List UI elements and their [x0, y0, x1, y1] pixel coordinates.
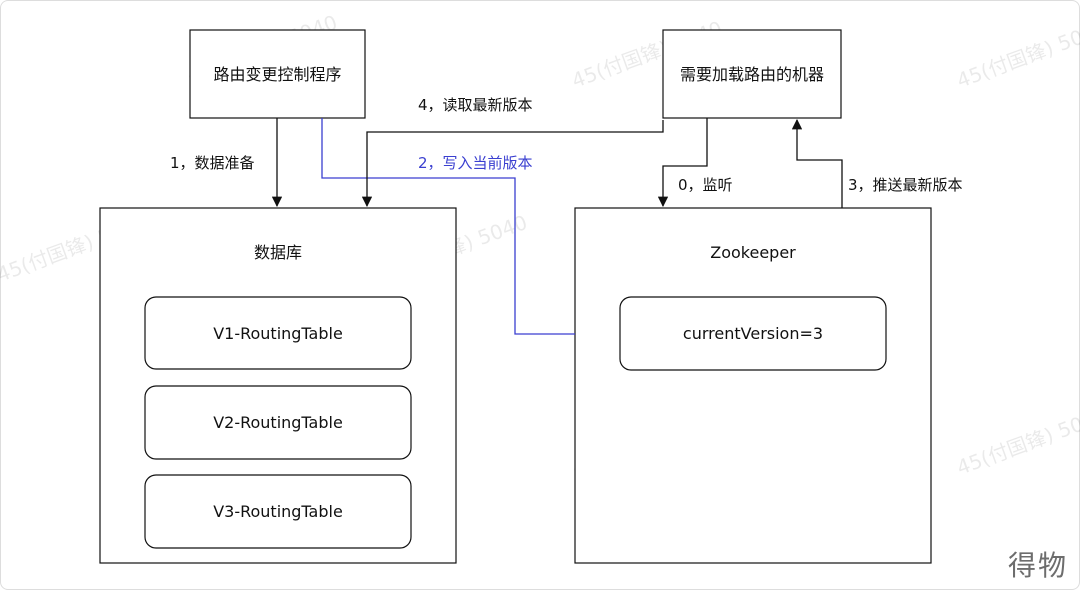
edge-read-latest [361, 120, 664, 208]
database-label: 数据库 [254, 243, 302, 262]
machine-label: 需要加载路由的机器 [680, 65, 824, 84]
current-version-label: currentVersion=3 [683, 324, 823, 343]
edge-watch [657, 118, 708, 208]
edge-write-version [321, 118, 575, 335]
watermark: 45(付国锋) 5040 [954, 403, 1080, 480]
edge-label-step2: 2，写入当前版本 [418, 154, 533, 172]
edge-label-step4: 4，读取最新版本 [418, 96, 533, 114]
edge-push-latest [791, 118, 843, 208]
controller-label: 路由变更控制程序 [213, 65, 341, 84]
zookeeper-label: Zookeeper [710, 243, 796, 262]
routing-table-v3-box [144, 474, 412, 549]
routing-table-v2-box [144, 385, 412, 460]
edge-label-step3: 3，推送最新版本 [848, 176, 963, 194]
corner-logo: 得物 [1007, 549, 1068, 582]
routing-table-v1-box [144, 296, 412, 370]
routing-table-v3-label: V3-RoutingTable [213, 502, 343, 521]
routing-table-v1-label: V1-RoutingTable [213, 324, 343, 343]
edge-label-step1: 1，数据准备 [170, 154, 255, 172]
edge-label-step0: 0，监听 [678, 176, 733, 194]
zookeeper-box [574, 207, 932, 564]
controller-box [189, 29, 366, 119]
current-version-box [619, 296, 887, 371]
watermark: 45(付国锋) 5040 [954, 16, 1080, 93]
machine-box [662, 29, 842, 119]
routing-table-v2-label: V2-RoutingTable [213, 413, 343, 432]
